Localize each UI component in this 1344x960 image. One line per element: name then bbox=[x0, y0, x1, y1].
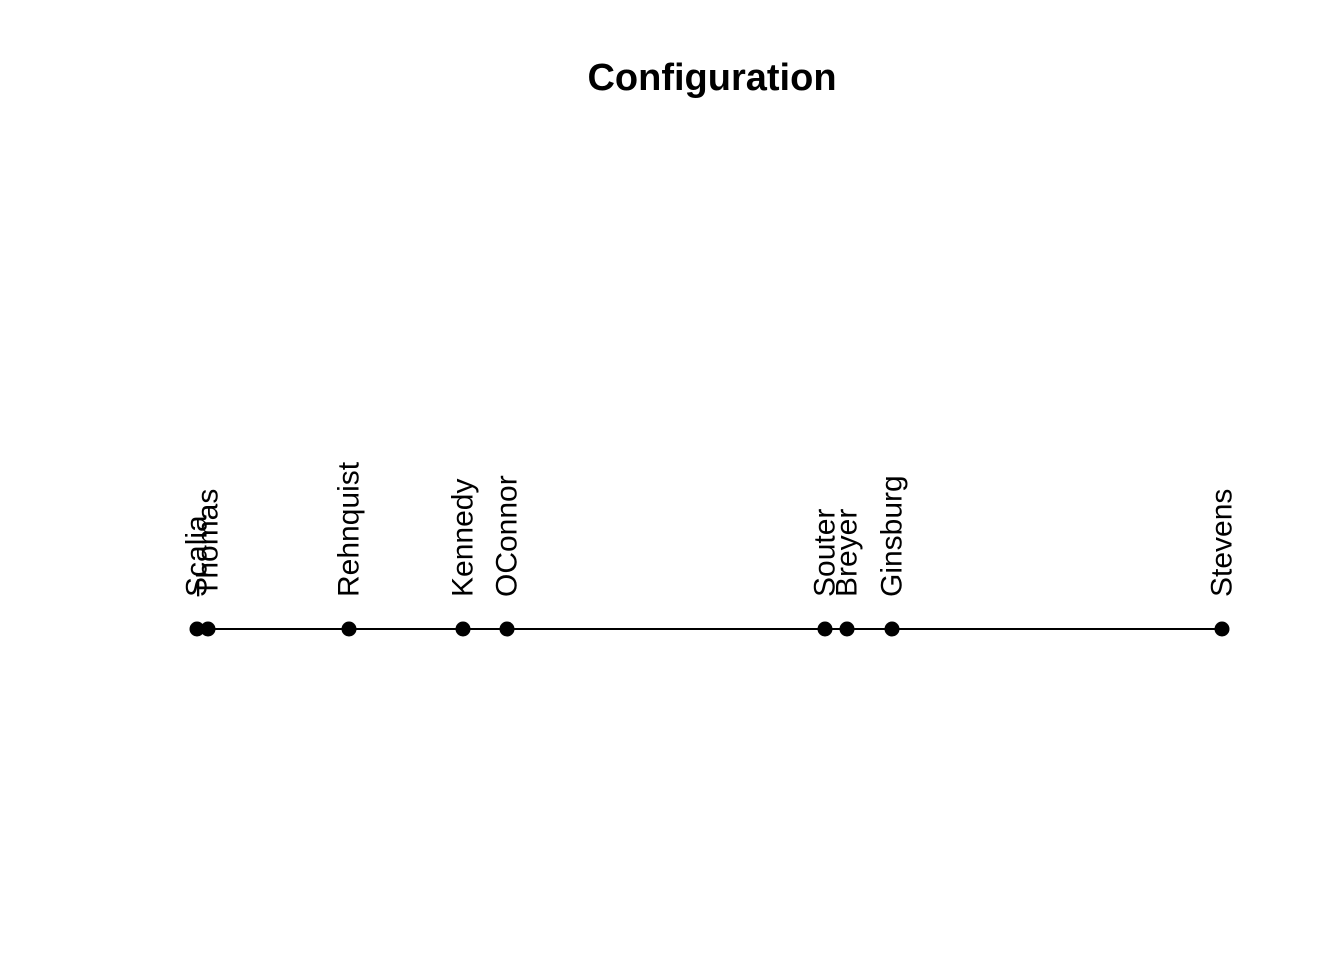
data-point-kennedy bbox=[455, 621, 471, 637]
data-point-souter bbox=[817, 621, 833, 637]
point-label-stevens: Stevens bbox=[1206, 489, 1239, 597]
point-label-rehnquist: Rehnquist bbox=[333, 461, 366, 597]
point-label-breyer: Breyer bbox=[831, 509, 864, 597]
data-point-oconnor bbox=[499, 621, 515, 637]
point-label-souter: Souter bbox=[809, 509, 842, 597]
data-point-scalia bbox=[189, 621, 205, 637]
plot-title: Configuration bbox=[587, 57, 837, 99]
point-label-kennedy: Kennedy bbox=[447, 479, 480, 597]
data-point-ginsburg bbox=[884, 621, 900, 637]
data-point-thomas bbox=[200, 621, 216, 637]
point-label-oconnor: OConnor bbox=[491, 475, 524, 597]
point-label-thomas: Thomas bbox=[192, 489, 225, 597]
data-point-stevens bbox=[1214, 621, 1230, 637]
point-label-scalia: Scalia bbox=[181, 515, 214, 597]
point-label-ginsburg: Ginsburg bbox=[876, 475, 909, 597]
data-point-breyer bbox=[839, 621, 855, 637]
data-point-rehnquist bbox=[341, 621, 357, 637]
